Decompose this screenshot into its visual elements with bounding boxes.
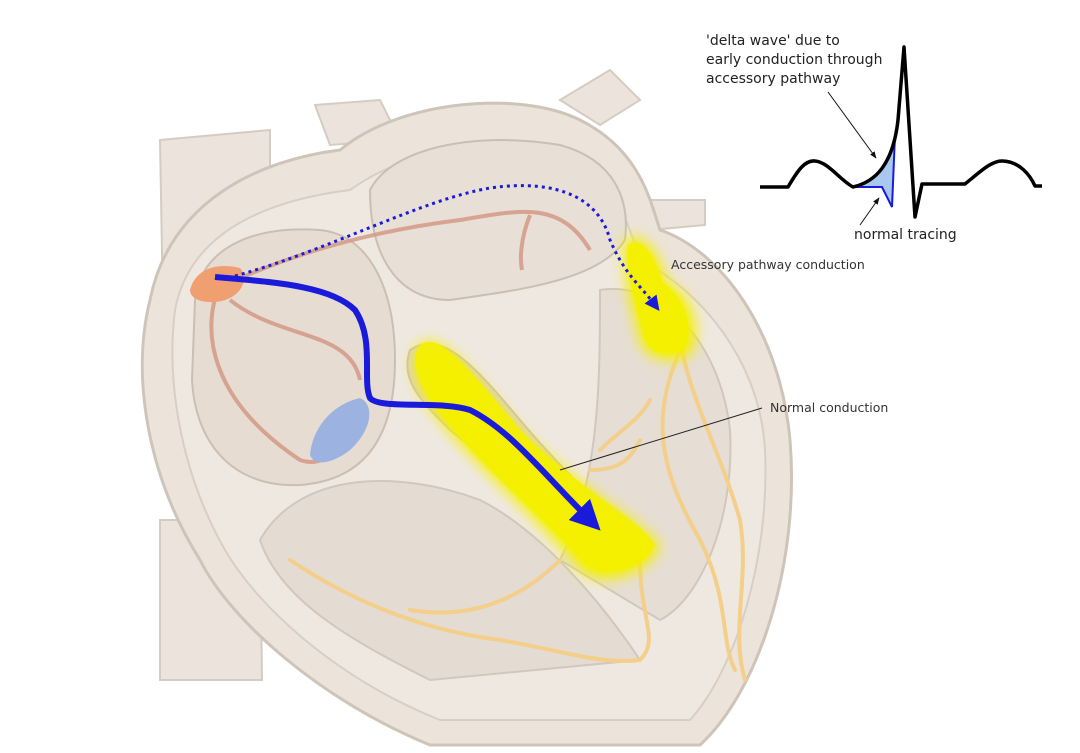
normal-tracing-pointer	[859, 197, 880, 226]
delta-wave-pointer	[827, 91, 877, 159]
normal-conduction-label: Normal conduction	[770, 400, 889, 415]
accessory-conduction-arrow	[234, 184, 660, 311]
av-node	[310, 398, 370, 463]
accessory-pathway-label: Accessory pathway conduction	[671, 257, 865, 272]
delta-wave-fill	[853, 140, 895, 207]
normal-conduction-arrow	[214, 274, 601, 531]
delta-wave-label-line: accessory pathway	[706, 71, 841, 87]
delta-wave-label-line: 'delta wave' due to	[706, 33, 840, 49]
ecg-tracing	[760, 45, 1042, 226]
sa-node	[190, 266, 244, 303]
right-ventricle	[258, 479, 642, 682]
normal-tracing-label: normal tracing	[854, 227, 957, 243]
normal-conduction-leader	[559, 407, 763, 471]
delta-wave-label-line: early conduction through	[706, 52, 883, 68]
normal-tracing-line	[853, 134, 896, 208]
left-atrium	[368, 139, 627, 302]
purkinje-fibers	[288, 338, 747, 682]
delta-wave-label: 'delta wave' due to early conduction thr…	[706, 32, 882, 89]
ecg-line	[760, 45, 1042, 219]
